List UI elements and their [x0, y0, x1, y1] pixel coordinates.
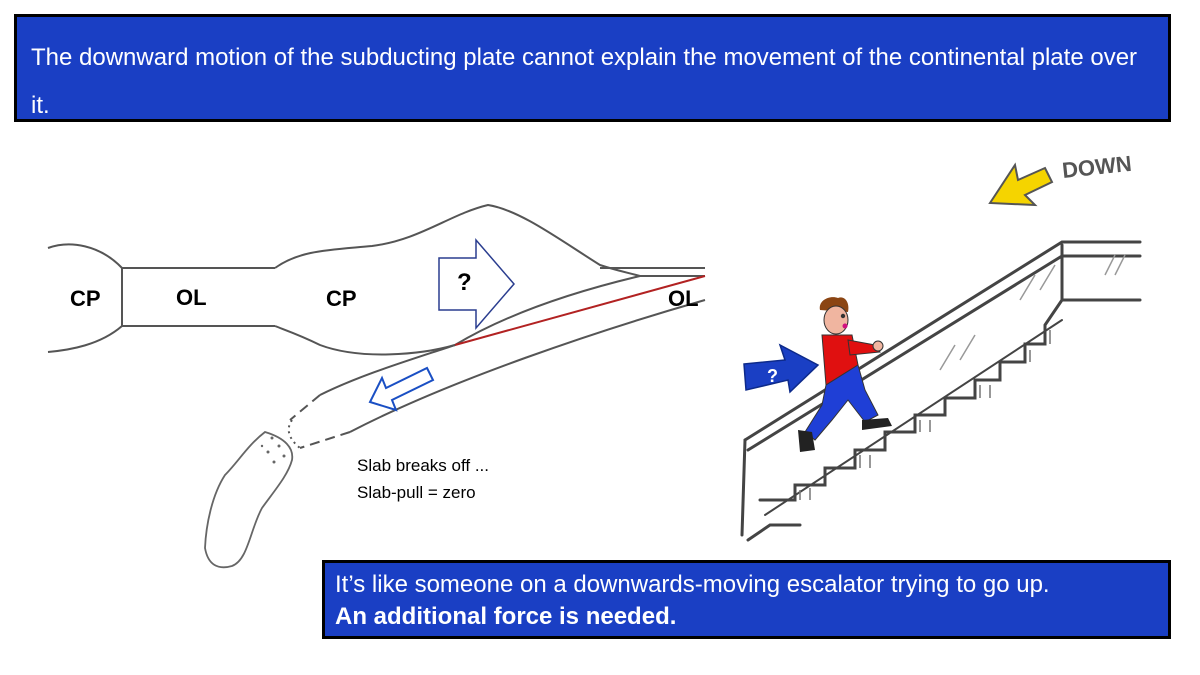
- slab-fragments: [260, 436, 286, 464]
- slab-note-line2: Slab-pull = zero: [357, 483, 476, 502]
- label-ol-left: OL: [176, 285, 207, 310]
- down-yellow-arrow: [988, 162, 1054, 207]
- top-caption-banner: The downward motion of the subducting pl…: [14, 14, 1171, 122]
- slab-note-line1: Slab breaks off ...: [357, 456, 489, 475]
- slab-dashed-edge: [289, 394, 351, 449]
- person-on-escalator: [798, 297, 892, 452]
- right-oceanic-plate: [600, 267, 705, 277]
- bottom-caption-line2: An additional force is needed.: [335, 603, 677, 630]
- question-mark-escalator: ?: [767, 366, 778, 386]
- question-force-arrow: [438, 237, 515, 331]
- top-caption-text: The downward motion of the subducting pl…: [31, 44, 1138, 119]
- down-sign-text: DOWN: [1061, 151, 1133, 183]
- subducting-slab-top: [319, 344, 456, 396]
- left-continental-plate: [47, 243, 123, 353]
- label-cp-left: CP: [70, 286, 101, 311]
- escalator-steps-hatch: [799, 330, 1051, 500]
- slab-break-dots: [287, 419, 301, 449]
- slab-pull-arrow: [368, 366, 435, 412]
- subducting-slab-bottom: [349, 299, 706, 433]
- right-continental-plate: [274, 203, 641, 356]
- subducting-slab-upper: [454, 275, 706, 346]
- escalator: [740, 240, 1142, 542]
- bottom-caption-banner: It’s like someone on a downwards-moving …: [322, 560, 1171, 639]
- label-cp-right: CP: [326, 286, 357, 311]
- question-force-arrow-escalator: [743, 343, 820, 394]
- left-oceanic-plate: [122, 267, 275, 327]
- label-ol-right: OL: [668, 286, 699, 311]
- bottom-caption-line1: It’s like someone on a downwards-moving …: [335, 571, 1050, 598]
- escalator-glass-marks: [939, 254, 1126, 371]
- detached-slab: [204, 431, 294, 569]
- question-mark-main: ?: [457, 269, 472, 296]
